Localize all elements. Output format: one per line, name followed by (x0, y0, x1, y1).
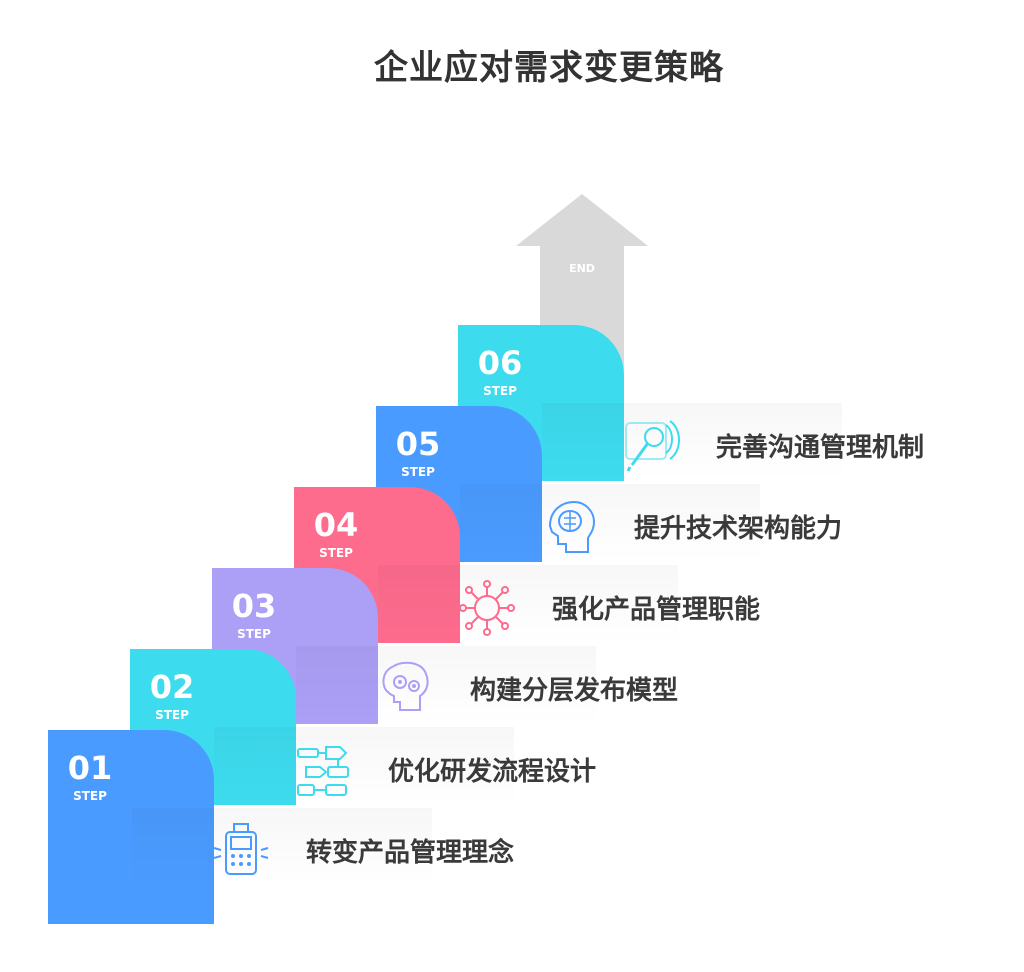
step-label: 优化研发流程设计 (388, 757, 597, 787)
label-band (378, 565, 678, 643)
brain-gears-icon (382, 661, 429, 711)
step-number: 03 (231, 587, 277, 625)
step-label: 构建分层发布模型 (470, 676, 679, 706)
step-number: 05 (395, 425, 441, 463)
virus-network-icon (459, 580, 515, 636)
label-band (214, 727, 514, 805)
step-label: 转变产品管理理念 (306, 838, 515, 868)
label-band (296, 646, 596, 724)
step-label: 完善沟通管理机制 (716, 433, 925, 463)
end-label: END (569, 262, 595, 275)
step-number: 01 (67, 749, 113, 787)
step-number: 02 (149, 668, 195, 706)
flowchart-icon (297, 746, 349, 796)
microphone-icon (625, 420, 680, 472)
step-word: STEP (155, 708, 189, 722)
calculator-icon (213, 823, 269, 875)
step-label: 提升技术架构能力 (634, 514, 843, 544)
step-number: 04 (313, 506, 359, 544)
step-label: 强化产品管理职能 (552, 595, 761, 625)
step-number: 06 (477, 344, 523, 382)
step-word: STEP (73, 789, 107, 803)
page-title: 企业应对需求变更策略 (374, 48, 724, 88)
stair-step-01 (48, 730, 214, 924)
step-word: STEP (319, 546, 353, 560)
label-band (542, 403, 842, 481)
step-word: STEP (483, 384, 517, 398)
label-band (460, 484, 760, 562)
step-word: STEP (401, 465, 435, 479)
head-brain-icon (548, 500, 596, 553)
label-band (132, 808, 432, 886)
step-word: STEP (237, 627, 271, 641)
